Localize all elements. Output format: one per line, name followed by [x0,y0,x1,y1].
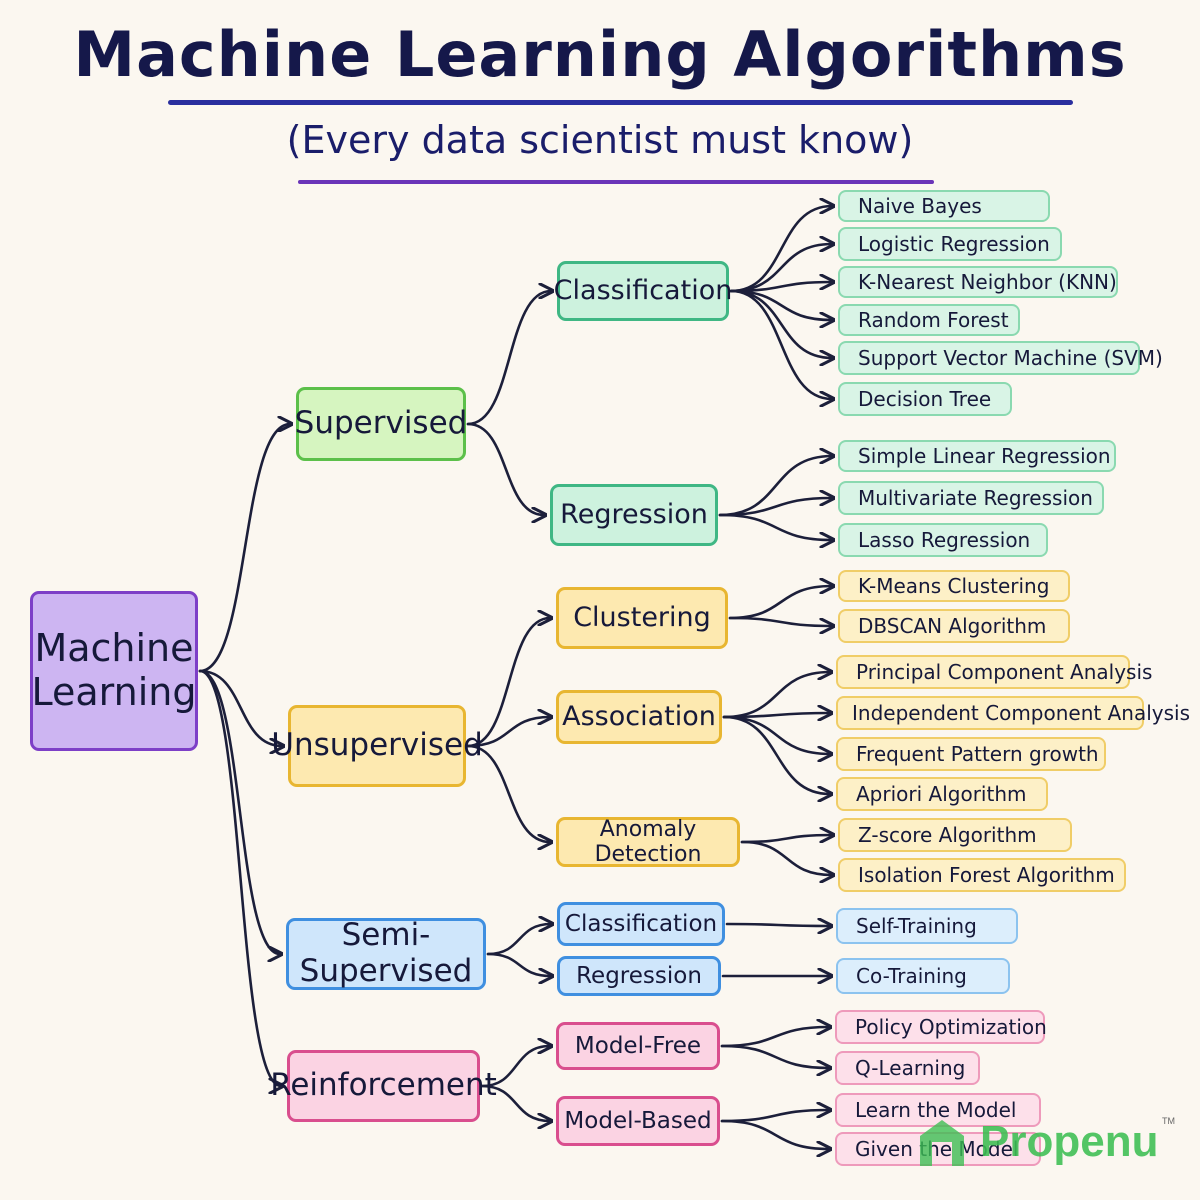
connector-leaf-policy-optimization [720,1027,829,1048]
propenu-logo: Propenu [912,1112,1158,1172]
connector-node-semi-classification [486,924,551,956]
house-logo-icon [920,1120,964,1166]
connector-leaf-decision-tree [729,289,832,399]
connector-node-supervised [198,424,290,673]
connector-leaf-isolation-forest [740,840,832,875]
root-node: Machine Learning [30,591,198,751]
connector-leaf-apriori [722,715,830,794]
page-subtitle: (Every data scientist must know) [286,118,914,162]
connector-node-clustering [466,618,550,748]
connector-node-reinforcement [198,669,281,1086]
subtitle-underline [298,180,934,184]
leaf-multivariate-regression: Multivariate Regression [838,481,1104,515]
connector-node-unsupervised [198,669,282,746]
connector-leaf-ica [722,713,830,717]
leaf-co-training: Co-Training [836,958,1010,994]
connector-node-supervised-classification [466,291,551,426]
leaf-learn-the-model: Learn the Model [835,1093,1041,1127]
leaf-policy-optimization: Policy Optimization [835,1010,1047,1044]
leaf-apriori: Apriori Algorithm [836,777,1048,811]
leaf-fp-growth: Frequent Pattern growth [836,737,1106,771]
connector-leaf-simple-linear-regression [718,456,832,517]
connector-leaf-logistic-regression [729,244,832,293]
leaf-lasso-regression: Lasso Regression [838,523,1048,557]
trademark-mark: TM [1162,1116,1175,1126]
leaf-kmeans: K-Means Clustering [838,570,1070,602]
connector-leaf-fp-growth [722,715,830,754]
leaf-z-score: Z-score Algorithm [838,818,1072,852]
connector-node-model-based [480,1084,550,1121]
node-semi-regression: Regression [557,956,721,996]
connector-leaf-naive-bayes [729,206,832,293]
leaf-dbscan: DBSCAN Algorithm [838,609,1070,643]
leaf-ica: Independent Component Analysis [836,696,1190,730]
leaf-q-learning: Q-Learning [835,1051,980,1085]
title-underline [168,100,1073,105]
connector-node-semi-regression [486,952,551,976]
node-supervised-regression: Regression [550,484,718,546]
leaf-naive-bayes: Naive Bayes [838,190,1050,222]
leaf-logistic-regression: Logistic Regression [838,227,1062,261]
node-model-free: Model-Free [556,1022,720,1070]
leaf-random-forest: Random Forest [838,304,1020,336]
node-supervised: Supervised [295,387,467,461]
leaf-svm: Support Vector Machine (SVM) [838,341,1163,375]
leaf-knn: K-Nearest Neighbor (KNN) [838,266,1118,298]
node-unsupervised: Unsupervised [271,705,483,787]
node-clustering: Clustering [556,587,728,649]
leaf-simple-linear-regression: Simple Linear Regression [838,440,1116,472]
connector-leaf-dbscan [728,616,832,626]
node-model-based: Model-Based [556,1096,720,1146]
node-association: Association [556,690,722,744]
leaf-decision-tree: Decision Tree [838,382,1012,416]
connector-node-association [466,717,550,748]
connector-leaf-q-learning [720,1044,829,1068]
connector-node-anomaly-detection [466,744,550,842]
connector-leaf-learn-the-model [720,1110,829,1123]
leaf-given-the-model: Given the Model [835,1132,1041,1166]
leaf-self-training: Self-Training [836,908,1018,944]
connector-leaf-self-training [725,924,830,926]
connector-leaf-knn [729,282,832,293]
node-anomaly-detection: Anomaly Detection [556,817,740,867]
leaf-pca: Principal Component Analysis [836,655,1152,689]
node-semi-classification: Classification [557,902,725,946]
leaf-isolation-forest: Isolation Forest Algorithm [838,858,1126,892]
node-supervised-classification: Classification [554,261,732,321]
logo-text: Propenu [980,1117,1159,1166]
connector-node-model-free [480,1046,550,1088]
connector-node-semi-supervised [198,669,280,954]
connector-leaf-kmeans [728,586,832,620]
connector-leaf-given-the-model [720,1119,829,1149]
connector-leaf-pca [722,672,830,719]
connector-node-supervised-regression [466,422,544,515]
page-title: Machine Learning Algorithms [73,18,1127,91]
connector-leaf-z-score [740,835,832,844]
connector-leaf-multivariate-regression [718,498,832,517]
connector-leaf-lasso-regression [718,513,832,540]
node-reinforcement: Reinforcement [270,1050,497,1122]
node-semi-supervised: Semi-Supervised [286,918,486,990]
